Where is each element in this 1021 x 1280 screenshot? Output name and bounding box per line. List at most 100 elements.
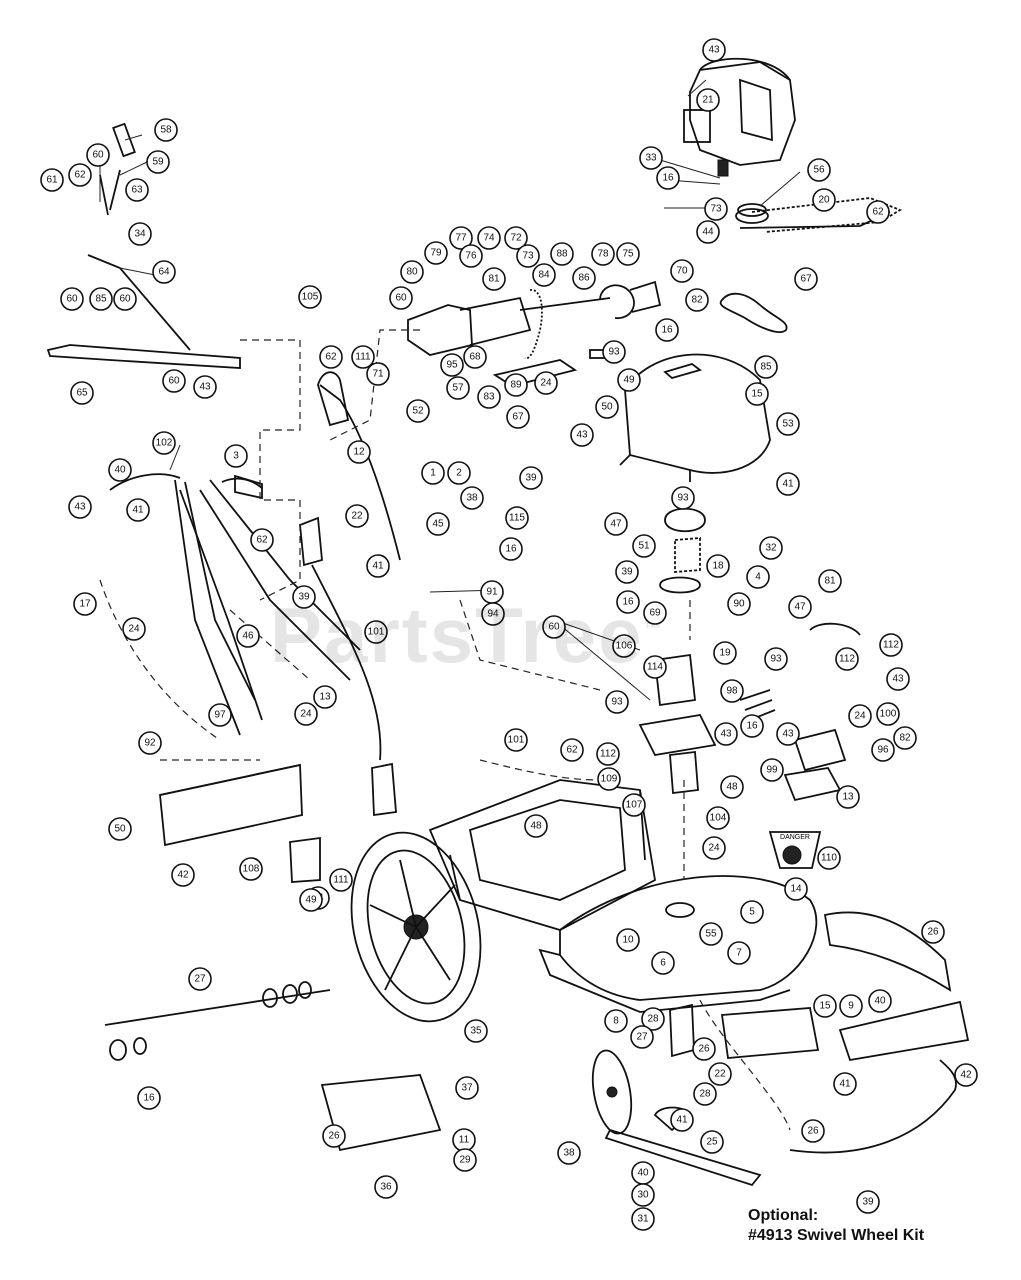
callout-circle xyxy=(138,731,162,755)
callout-circle xyxy=(505,506,529,530)
callout-27: 27 xyxy=(630,1025,654,1049)
callout-64: 64 xyxy=(152,260,176,284)
callout-circle xyxy=(504,728,528,752)
callout-number: 41 xyxy=(782,479,794,490)
callout-82: 82 xyxy=(893,726,917,750)
callout-number: 30 xyxy=(637,1190,649,1201)
callout-5: 5 xyxy=(740,900,764,924)
callout-67: 67 xyxy=(794,267,818,291)
callout-number: 93 xyxy=(611,697,623,708)
callout-circle xyxy=(329,868,353,892)
callout-47: 47 xyxy=(788,595,812,619)
rubber-flap xyxy=(838,1000,970,1062)
callout-number: 25 xyxy=(706,1137,718,1148)
callout-circle xyxy=(813,994,837,1018)
callout-number: 47 xyxy=(794,602,806,613)
callout-58: 58 xyxy=(154,118,178,142)
callout-circle xyxy=(591,242,615,266)
callout-20: 20 xyxy=(812,188,836,212)
callout-number: 72 xyxy=(510,233,522,244)
callout-circle xyxy=(706,554,730,578)
callout-number: 76 xyxy=(465,251,477,262)
bracket xyxy=(289,836,321,883)
callout-number: 62 xyxy=(325,352,337,363)
callout-94: 94 xyxy=(481,602,505,626)
danger-label: DANGER xyxy=(768,831,822,869)
belt-67 xyxy=(719,292,788,333)
callout-circle xyxy=(848,704,872,728)
callout-number: 8 xyxy=(613,1016,619,1027)
callout-number: 29 xyxy=(459,1155,471,1166)
callout-73: 73 xyxy=(516,244,540,268)
callout-number: 2 xyxy=(456,468,462,479)
callout-circle xyxy=(727,941,751,965)
callout-number: 94 xyxy=(487,609,499,620)
callout-number: 60 xyxy=(168,376,180,387)
callout-49: 49 xyxy=(617,368,641,392)
callout-number: 96 xyxy=(877,745,889,756)
callout-40: 40 xyxy=(631,1161,655,1185)
callout-26: 26 xyxy=(692,1037,716,1061)
callout-24: 24 xyxy=(122,617,146,641)
callout-circle xyxy=(616,928,640,952)
callout-circle xyxy=(481,602,505,626)
callout-number: 16 xyxy=(746,721,758,732)
callout-number: 6 xyxy=(660,958,666,969)
callout-number: 39 xyxy=(621,567,633,578)
callout-number: 9 xyxy=(848,1001,854,1012)
callout-circle xyxy=(224,444,248,468)
callout-48: 48 xyxy=(720,775,744,799)
callout-40: 40 xyxy=(108,458,132,482)
callout-39: 39 xyxy=(519,466,543,490)
callout-number: 52 xyxy=(412,406,424,417)
callout-number: 97 xyxy=(214,710,226,721)
callout-16: 16 xyxy=(656,166,680,190)
callout-number: 17 xyxy=(79,599,91,610)
callout-number: 22 xyxy=(714,1069,726,1080)
callout-circle xyxy=(879,633,903,657)
callout-number: 43 xyxy=(199,382,211,393)
engine-illustration xyxy=(683,57,796,177)
callout-number: 92 xyxy=(144,738,156,749)
callout-circle xyxy=(921,920,945,944)
callout-110: 110 xyxy=(817,846,841,870)
callout-number: 107 xyxy=(626,800,643,811)
callout-45: 45 xyxy=(426,512,450,536)
callout-number: 50 xyxy=(114,824,126,835)
callout-number: 43 xyxy=(708,45,720,56)
callout-circle xyxy=(292,585,316,609)
callout-number: 46 xyxy=(242,631,254,642)
callout-number: 112 xyxy=(600,749,616,760)
callout-41: 41 xyxy=(670,1108,694,1132)
callout-39: 39 xyxy=(615,560,639,584)
callout-43: 43 xyxy=(193,375,217,399)
callout-circle xyxy=(631,1207,655,1231)
callout-circle xyxy=(73,592,97,616)
callout-101: 101 xyxy=(504,728,528,752)
callout-62: 62 xyxy=(866,200,890,224)
callout-38: 38 xyxy=(460,486,484,510)
callout-number: 16 xyxy=(622,597,634,608)
callout-circle xyxy=(560,738,584,762)
callout-number: 41 xyxy=(839,1079,851,1090)
callout-circle xyxy=(250,528,274,552)
callout-circle xyxy=(746,565,770,589)
callout-circle xyxy=(298,285,322,309)
callout-number: 73 xyxy=(522,251,534,262)
callout-circle xyxy=(400,260,424,284)
callout-2: 2 xyxy=(447,461,471,485)
optional-label: Optional: xyxy=(748,1207,819,1224)
callout-number: 111 xyxy=(333,875,349,886)
callout-89: 89 xyxy=(504,373,528,397)
callout-81: 81 xyxy=(818,569,842,593)
callout-number: 40 xyxy=(874,996,886,1007)
callout-number: 45 xyxy=(432,519,444,530)
callout-number: 93 xyxy=(770,654,782,665)
callout-circle xyxy=(727,592,751,616)
callout-number: 35 xyxy=(470,1026,482,1037)
callout-number: 43 xyxy=(720,729,732,740)
callout-circle xyxy=(604,512,628,536)
callout-number: 112 xyxy=(883,640,899,651)
callout-8: 8 xyxy=(604,1009,628,1033)
callout-circle xyxy=(622,793,646,817)
